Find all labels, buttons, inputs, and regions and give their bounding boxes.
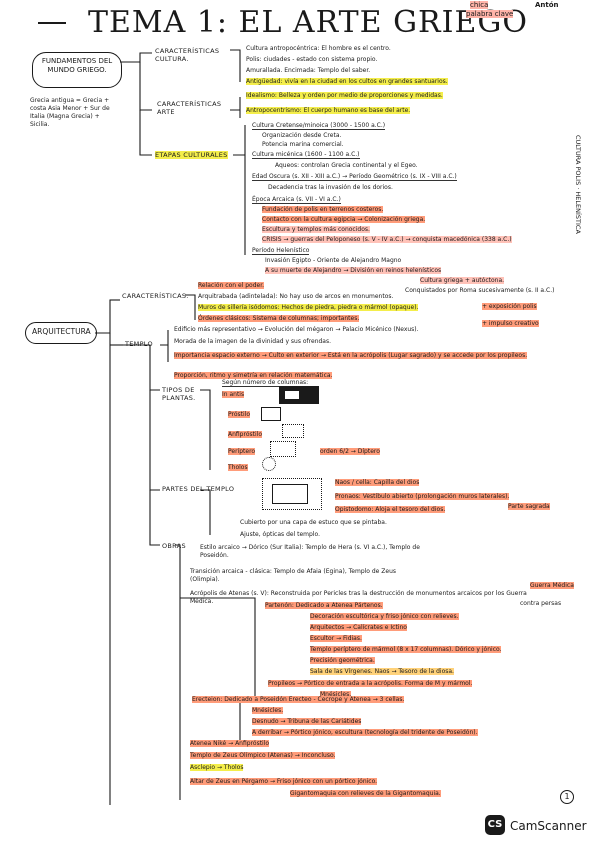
obras-item-3: Acrópolis de Atenas (s. V): Reconstruida…	[190, 590, 527, 606]
etapa-item-17: Conquistados por Roma sucesivamente (s. …	[405, 287, 555, 294]
templo-item-4: Proporción, ritmo y simetría en relación…	[174, 372, 333, 379]
camscanner-logo-icon: CS	[485, 815, 505, 835]
arte-item-2: Antropocentrismo: El cuerpo humano es ba…	[246, 107, 411, 114]
etapa-item-2: Organización desde Creta.	[262, 132, 342, 139]
cultura-item-1: Cultura antropocéntrica: El hombre es el…	[246, 45, 391, 52]
corner-right-word: Antón	[535, 1, 559, 9]
etapa-item-14: Invasión Egipto - Oriente de Alejandro M…	[265, 257, 402, 264]
planta-in-antis-label: In antis	[222, 391, 245, 398]
tipos-header: Según número de columnas:	[222, 379, 309, 387]
etapa-item-6: Edad Oscura (s. XII - XIII a.C.) → Perío…	[252, 173, 457, 181]
planta-prostilo-label: Próstilo	[228, 411, 251, 418]
partes-item-3: Opistodomo: Aloja el tesoro del dios.	[335, 506, 446, 513]
etapa-item-3: Potencia marina comercial.	[262, 141, 344, 148]
arte-item-1: Idealismo: Belleza y orden por medio de …	[246, 92, 443, 99]
plan-in-antis-inner-icon	[284, 390, 300, 400]
etapa-item-1: Cultura Cretense/minoica (3000 - 1500 a.…	[252, 122, 386, 130]
etapa-item-12: CRISIS → guerras del Peloponeso (s. V - …	[262, 236, 512, 243]
arq-side-note-1: + exposición polis	[482, 303, 537, 310]
obras-item-14: Mnésicles.	[252, 707, 284, 714]
arq-car-item-1: Relación con el poder.	[198, 282, 265, 289]
partes-item-4: Cubierto por una capa de estuco que se p…	[240, 519, 387, 526]
arquitectura-box: ARQUITECTURA	[25, 322, 97, 344]
templo-plan-inner-icon	[272, 484, 308, 504]
corner-keyword: chica	[470, 1, 489, 9]
etapa-item-11: Escultura y templos más conocidos.	[262, 226, 370, 233]
planta-tholos-label: Tholos	[228, 464, 248, 471]
etapa-item-5: Aqueos: controlan Grecia continental y e…	[275, 162, 418, 169]
planta-anfiprostilo-label: Anfipróstilo	[228, 431, 262, 438]
etapa-item-15: A su muerte de Alejandro → División en r…	[265, 267, 442, 274]
tipos-plantas-label: TIPOS DE PLANTAS.	[162, 386, 196, 403]
etapa-item-9: Fundación de polis en terrenos costeros.	[262, 206, 384, 213]
plan-tholos-icon	[262, 457, 276, 471]
obras-item-17: Atenea Niké → Anfipróstilo	[190, 740, 270, 747]
plan-anfiprostilo-icon	[282, 424, 304, 438]
partes-right-note: Parte sagrada	[508, 503, 550, 510]
obras-item-21: Gigantomaquia con relieves de la Giganto…	[290, 790, 441, 797]
etapas-culturales-label: ETAPAS CULTURALES	[155, 151, 228, 159]
etapa-item-8: Época Arcaica (s. VII - VI a.C.)	[252, 196, 341, 204]
obras-item-6: Arquitectos → Calícrates e Ictino	[310, 624, 407, 631]
templo-label: TEMPLO	[125, 340, 153, 348]
camscanner-watermark: CamScanner	[510, 819, 587, 833]
obras-item-12: Mnésicles.	[320, 691, 352, 698]
arq-car-item-3: Muros de sillería isódomos: Hechos de pi…	[198, 304, 419, 311]
erecteion-label: Erecteion: Dedicado a Poseidón Erecteo -…	[192, 696, 405, 703]
templo-item-1: Edificio más representativo → Evolución …	[174, 326, 419, 333]
arq-car-item-2: Arquitrabada (adintelada): No hay uso de…	[198, 293, 394, 300]
obras-item-18: Templo de Zeus Olímpico (Atenas) → Incon…	[190, 752, 336, 759]
obras-item-7: Escultor → Fidias.	[310, 635, 362, 642]
etapa-item-16: Cultura griega + autóctona.	[420, 277, 505, 284]
caracteristicas-arte-label: CARACTERÍSTICAS ARTE	[157, 100, 222, 117]
plan-periptero-icon	[270, 441, 296, 457]
obras-item-16: A derribar → Pórtico jónico, escultura (…	[252, 729, 478, 736]
partenon-label: Partenón: Dedicado a Atenea Pártenos.	[265, 602, 383, 609]
corner-word-2: palabra clave	[466, 10, 514, 18]
title-dash	[38, 22, 66, 24]
partes-item-2: Pronaos: Vestíbulo abierto (prolongación…	[335, 493, 510, 500]
planta-note: orden 6/2 → Díptero	[320, 448, 380, 455]
partes-templo-label: PARTES DEL TEMPLO	[162, 485, 235, 493]
etapa-item-10: Contacto con la cultura egipcia → Coloni…	[262, 216, 426, 223]
corner-word-1: chica	[470, 1, 489, 9]
cultura-item-4: Antigüedad: vivía en la ciudad en los cu…	[246, 78, 448, 85]
etapa-item-7: Decadencia tras la invasión de los dorio…	[268, 184, 393, 191]
cultura-item-2: Polis: ciudades - estado con sistema pro…	[246, 56, 378, 63]
arq-side-note-2: + impulso creativo	[482, 320, 539, 327]
obras-item-10: Sala de las Vírgenes. Naos → Tesoro de l…	[310, 668, 454, 675]
fundamentos-box: FUNDAMENTOS DEL MUNDO GRIEGO.	[32, 52, 122, 88]
templo-item-2: Morada de la imagen de la divinidad y su…	[174, 338, 332, 345]
caracteristicas-cultura-label: CARACTERÍSTICAS CULTURA.	[155, 47, 220, 64]
corner-keyword-2: palabra clave	[466, 10, 514, 18]
obras-right-note-2: contra persas	[520, 600, 562, 607]
obras-item-19: Asclepio → Tholos	[190, 764, 244, 771]
arq-caracteristicas-label: CARACTERÍSTICAS.	[122, 292, 189, 300]
plan-prostilo-icon	[261, 407, 281, 421]
arq-car-item-4: Órdenes clásicos: Sistema de columnas; i…	[198, 315, 360, 322]
obras-item-15: Desnudo → Tribuna de las Cariátides	[252, 718, 362, 725]
planta-periptero-label: Períptero	[228, 448, 256, 455]
etapa-item-4: Cultura micénica (1600 - 1100 a.C.)	[252, 151, 360, 159]
obras-item-5: Decoración escultórica y friso jónico co…	[310, 613, 459, 620]
obras-item-1: Estilo arcaico → Dórico (Sur Italia): Te…	[200, 544, 420, 560]
etapa-item-13: Período Helenístico	[252, 247, 310, 255]
obras-label: OBRAS	[162, 542, 186, 550]
partes-item-1: Naos / cella: Capilla del dios	[335, 479, 420, 486]
cultura-item-3: Amurallada. Encimada: Templo del saber.	[246, 67, 371, 74]
obras-item-8: Templo períptero de mármol (8 x 17 colum…	[310, 646, 502, 653]
partes-item-5: Ajuste, ópticas del templo.	[240, 531, 320, 538]
obras-right-note: Guerra Médica	[530, 582, 574, 589]
obras-item-20: Altar de Zeus en Pérgamo → Friso jónico …	[190, 778, 378, 785]
etapas-side-label: CULTURA POLIS · HELENÍSTICA	[574, 135, 582, 234]
grecia-note: Grecia antigua = Grecia + costa Asia Men…	[30, 97, 110, 129]
obras-item-9: Precisión geométrica.	[310, 657, 375, 664]
obras-item-2: Transición arcaica - clásica: Templo de …	[190, 568, 397, 584]
page-title: TEMA 1: EL ARTE GRIEGO	[88, 5, 528, 40]
page-number: 1	[560, 790, 574, 804]
templo-item-3: Importancia espacio externo → Culto en e…	[174, 352, 528, 359]
obras-item-11: Propileos → Pórtico de entrada a la acró…	[268, 680, 473, 687]
